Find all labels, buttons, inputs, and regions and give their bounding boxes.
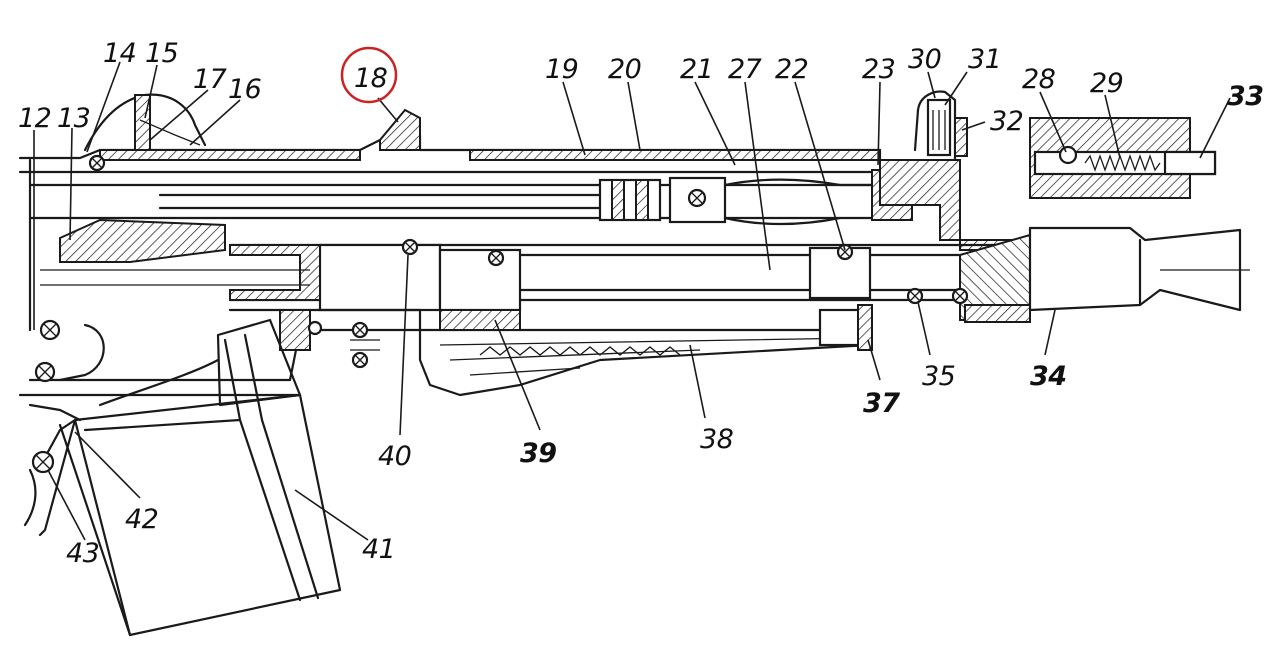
callout-29: 29 xyxy=(1090,68,1123,99)
callout-31: 31 xyxy=(968,44,1001,75)
front-sight-block xyxy=(879,90,1021,251)
callout-21: 21 xyxy=(680,54,713,85)
callout-23: 23 xyxy=(862,54,895,85)
magazine xyxy=(58,318,342,637)
highlight-circle xyxy=(340,46,398,104)
callout-37: 37 xyxy=(863,388,900,419)
callout-19: 19 xyxy=(545,54,578,85)
muzzle-device xyxy=(906,226,1250,323)
barrel xyxy=(40,218,1032,312)
rear-mechanism xyxy=(23,158,105,537)
gas-tube xyxy=(28,169,913,226)
callout-33: 33 xyxy=(1227,81,1264,112)
upper-receiver xyxy=(18,108,882,174)
callout-43: 43 xyxy=(66,538,99,569)
callout-35: 35 xyxy=(922,361,955,392)
callout-27: 27 xyxy=(728,54,762,85)
leader-lines xyxy=(33,61,1231,541)
callout-40: 40 xyxy=(378,441,411,472)
callout-32: 32 xyxy=(990,106,1023,137)
callout-28: 28 xyxy=(1022,64,1055,95)
handguard xyxy=(418,304,873,397)
callout-38: 38 xyxy=(700,424,733,455)
rear-sight xyxy=(83,93,207,172)
callout-20: 20 xyxy=(608,54,641,85)
callout-labels: 12 13 14 15 17 16 18 19 20 21 27 22 23 3… xyxy=(18,38,1264,569)
callout-13: 13 xyxy=(57,103,90,134)
callout-16: 16 xyxy=(228,74,261,105)
callout-39: 39 xyxy=(520,438,557,469)
callout-17: 17 xyxy=(193,64,227,95)
callout-41: 41 xyxy=(362,534,395,565)
callout-12: 12 xyxy=(18,103,51,134)
callout-42: 42 xyxy=(125,504,158,535)
callout-22: 22 xyxy=(775,54,808,85)
callout-30: 30 xyxy=(908,44,941,75)
lower-receiver xyxy=(18,308,422,397)
callout-14: 14 xyxy=(103,38,136,69)
detail-spring-plunger xyxy=(1029,117,1217,199)
drawing xyxy=(18,61,1250,637)
callout-15: 15 xyxy=(145,38,178,69)
callout-34: 34 xyxy=(1030,361,1067,392)
callout-18: 18 xyxy=(354,63,387,94)
